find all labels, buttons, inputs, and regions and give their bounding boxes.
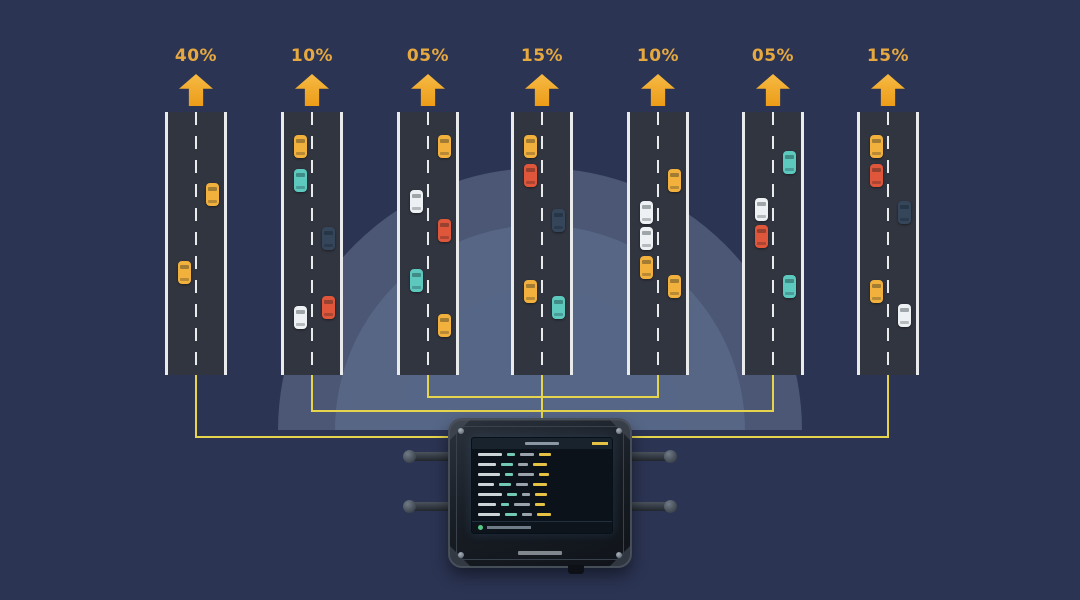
- road: [857, 112, 919, 375]
- road-centerline: [657, 112, 659, 375]
- car-white: [294, 306, 307, 330]
- lane-percent-label: 15%: [520, 46, 564, 66]
- car-teal: [783, 274, 796, 298]
- screen-status-bar: [472, 521, 612, 533]
- device-screen: [471, 437, 613, 534]
- car-yellow: [294, 135, 307, 159]
- screw-icon: [458, 552, 464, 558]
- car-yellow: [206, 182, 219, 206]
- car-yellow: [178, 261, 191, 285]
- lane-percent-label: 05%: [751, 46, 795, 66]
- up-arrow-icon: [411, 74, 445, 106]
- car-dark: [552, 208, 565, 232]
- screen-data-rows: [472, 449, 612, 519]
- car-white: [898, 303, 911, 327]
- mount-knob: [664, 500, 677, 513]
- mount-arm-left-top: [403, 450, 452, 463]
- up-arrow-icon: [179, 74, 213, 106]
- road-centerline: [311, 112, 313, 375]
- mount-knob: [664, 450, 677, 463]
- mount-arm-right-bottom: [628, 500, 677, 513]
- car-yellow: [640, 256, 653, 280]
- lane-percent-label: 05%: [406, 46, 450, 66]
- car-orange: [755, 224, 768, 248]
- screw-icon: [616, 428, 622, 434]
- lane-percent-label: 40%: [174, 46, 218, 66]
- road-centerline: [195, 112, 197, 375]
- device-bezel: [456, 426, 624, 560]
- lane-6: 05%: [742, 0, 804, 600]
- lane-1: 40%: [165, 0, 227, 600]
- car-white: [410, 190, 423, 214]
- radar-device: [448, 418, 632, 574]
- road: [165, 112, 227, 375]
- road-centerline: [772, 112, 774, 375]
- car-yellow: [524, 279, 537, 303]
- lane-2: 10%: [281, 0, 343, 600]
- car-white: [640, 227, 653, 251]
- up-arrow-icon: [641, 74, 675, 106]
- up-arrow-icon: [525, 74, 559, 106]
- car-yellow: [870, 279, 883, 303]
- car-orange: [524, 164, 537, 188]
- mount-arm-left-bottom: [403, 500, 452, 513]
- mount-knob: [403, 450, 416, 463]
- lane-percent-label: 10%: [290, 46, 334, 66]
- car-yellow: [438, 314, 451, 338]
- screw-icon: [458, 428, 464, 434]
- car-yellow: [438, 135, 451, 159]
- car-yellow: [870, 135, 883, 159]
- car-teal: [783, 150, 796, 174]
- car-orange: [322, 295, 335, 319]
- car-dark: [322, 227, 335, 251]
- road: [627, 112, 689, 375]
- car-teal: [410, 269, 423, 293]
- up-arrow-icon: [871, 74, 905, 106]
- car-teal: [552, 295, 565, 319]
- lane-4: 15%: [511, 0, 573, 600]
- up-arrow-icon: [756, 74, 790, 106]
- car-yellow: [668, 274, 681, 298]
- car-white: [640, 200, 653, 224]
- lane-percent-label: 10%: [636, 46, 680, 66]
- device-connector-nub: [568, 565, 584, 574]
- road-centerline: [427, 112, 429, 375]
- road-centerline: [541, 112, 543, 375]
- screen-header: [472, 438, 612, 449]
- car-orange: [870, 164, 883, 188]
- road: [397, 112, 459, 375]
- car-white: [755, 198, 768, 222]
- road: [281, 112, 343, 375]
- up-arrow-icon: [295, 74, 329, 106]
- lane-7: 15%: [857, 0, 919, 600]
- mount-arm-right-top: [628, 450, 677, 463]
- car-dark: [898, 200, 911, 224]
- lane-3: 05%: [397, 0, 459, 600]
- screw-icon: [616, 552, 622, 558]
- car-orange: [438, 219, 451, 243]
- mount-knob: [403, 500, 416, 513]
- road: [742, 112, 804, 375]
- lane-percent-label: 15%: [866, 46, 910, 66]
- device-brand-mark: [518, 551, 562, 555]
- car-yellow: [668, 169, 681, 193]
- car-yellow: [524, 135, 537, 159]
- road: [511, 112, 573, 375]
- lane-5: 10%: [627, 0, 689, 600]
- road-centerline: [887, 112, 889, 375]
- car-teal: [294, 169, 307, 193]
